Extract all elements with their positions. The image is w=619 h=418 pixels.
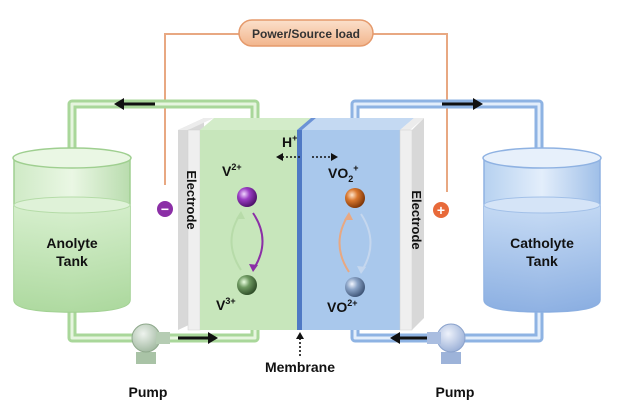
catholyte-redox-cycle: [338, 212, 372, 274]
right-electrode: [399, 118, 424, 331]
left-electrode-label: Electrode: [184, 170, 199, 229]
flow-arrow-right-bottom: [390, 332, 430, 344]
anolyte-tank: [12, 147, 132, 313]
membrane-pointer: [296, 332, 304, 356]
anolyte-half-cell: [200, 118, 312, 330]
catholyte-tank: [482, 147, 602, 313]
flow-arrow-left-bottom: [178, 332, 218, 344]
pump-left: [131, 323, 170, 364]
anolyte-redox-cycle: [230, 211, 264, 272]
right-electrode-label: Electrode: [409, 190, 424, 249]
flow-arrow-left-top: [114, 98, 155, 110]
anolyte-tank-label-line1: Anolyte: [46, 235, 98, 251]
catholyte-tank-label-line2: Tank: [526, 253, 558, 269]
v2-ion-label: V2+: [222, 162, 242, 179]
power-source-load: Power/Source load: [238, 19, 374, 47]
load-label: Power/Source load: [252, 27, 360, 41]
vo2-ion-sphere: [345, 277, 365, 297]
catholyte-half-cell: [302, 118, 414, 330]
vo2-plus-ion-sphere: [345, 188, 365, 208]
vo2-ion-label: VO2+: [327, 298, 358, 315]
flow-arrow-right-top: [442, 98, 483, 110]
external-circuit-wire-left: [164, 33, 240, 185]
negative-terminal-symbol: −: [161, 201, 169, 217]
positive-terminal-symbol: +: [437, 202, 445, 218]
proton-arrow-left: [276, 153, 300, 161]
proton-label: H+: [282, 133, 297, 150]
v2-ion-sphere: [237, 187, 257, 207]
negative-terminal: −: [157, 201, 173, 217]
positive-terminal: +: [433, 202, 449, 218]
left-pump-label: Pump: [129, 384, 168, 400]
membrane: [297, 118, 316, 330]
anolyte-tank-label-line2: Tank: [56, 253, 88, 269]
pump-right: [427, 323, 466, 364]
v3-ion-label: V3+: [216, 296, 236, 313]
external-circuit-wire-right: [372, 33, 448, 192]
v3-ion-sphere: [237, 275, 257, 295]
proton-arrow-right: [312, 153, 338, 161]
vo2-plus-ion-label: VO2+: [328, 163, 359, 184]
catholyte-tank-label-line1: Catholyte: [510, 235, 574, 251]
right-pump-label: Pump: [436, 384, 475, 400]
membrane-label: Membrane: [265, 359, 335, 375]
left-electrode: [178, 118, 214, 331]
